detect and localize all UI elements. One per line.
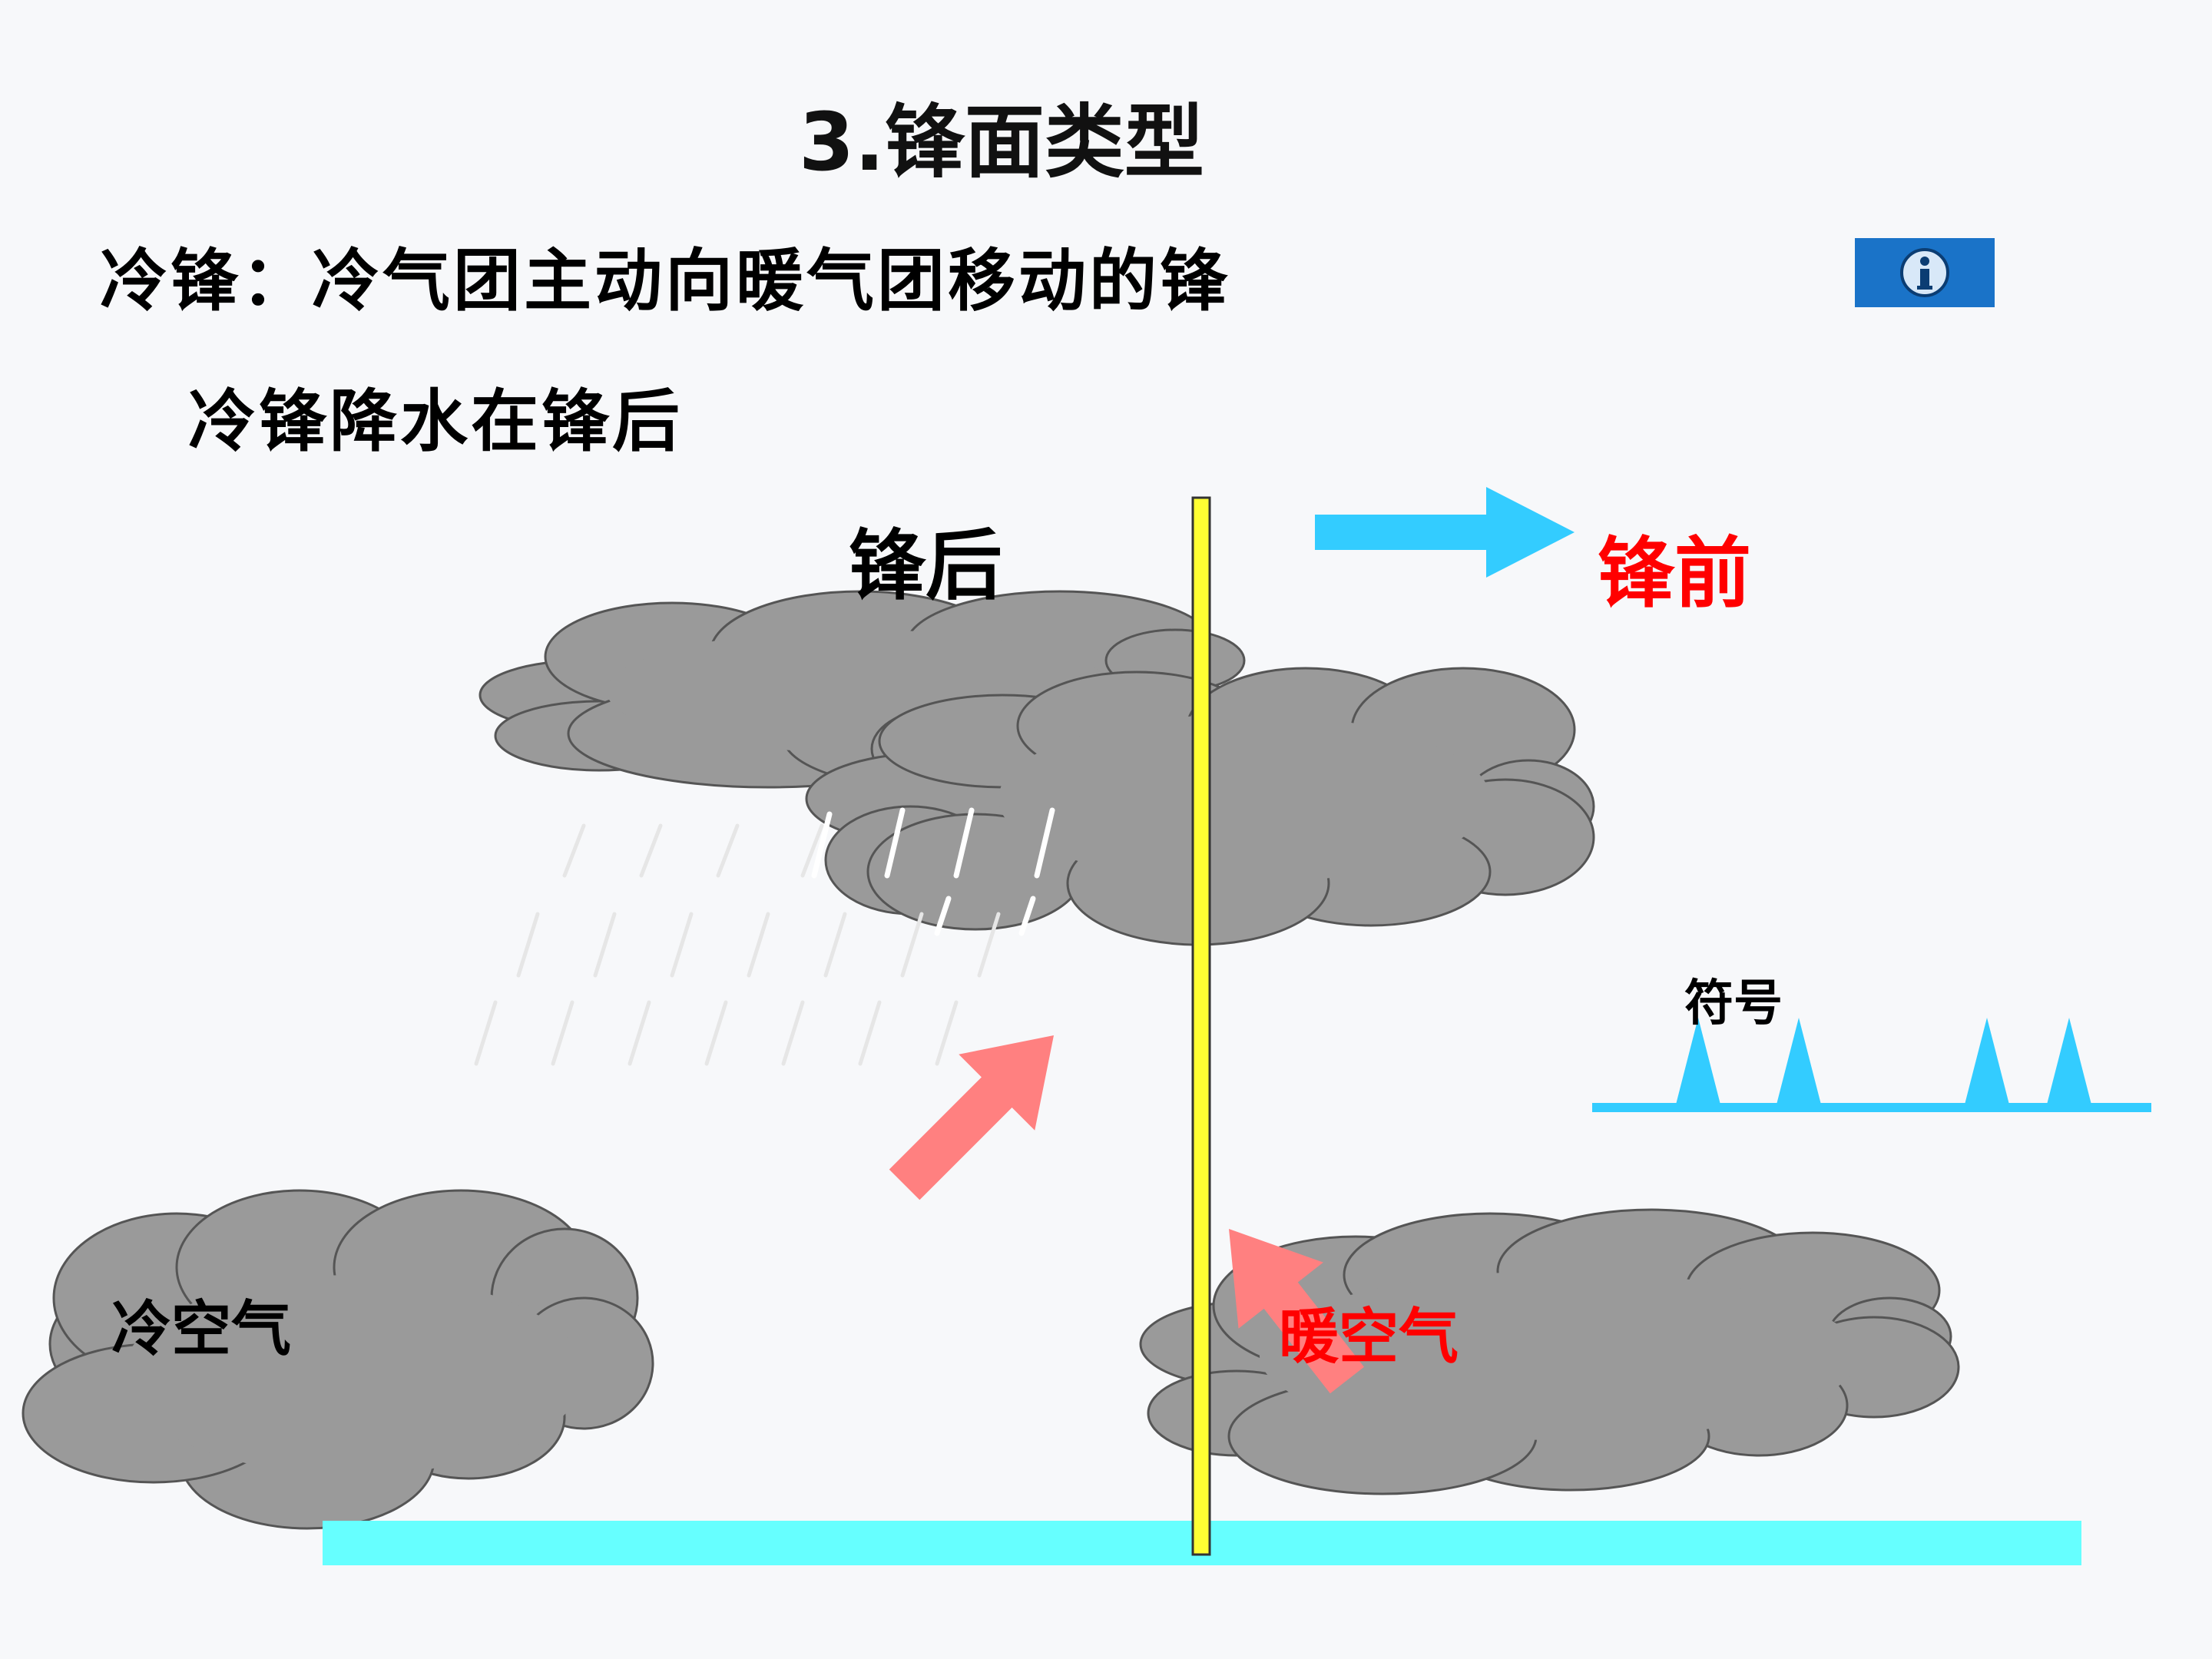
warm-air-arrow-upper-icon: [889, 1035, 1054, 1200]
warm-air-cloud: [1139, 1208, 1960, 1495]
ahead-of-front-label: 锋前: [1598, 528, 1751, 618]
upper-cloud-front: [805, 667, 1595, 946]
cold-front-definition: 冷锋：冷气团主动向暖气团移动的锋: [100, 241, 1231, 320]
movement-arrow-icon: [1315, 487, 1575, 578]
ground-band: [323, 1521, 2081, 1565]
info-button[interactable]: [1855, 238, 1995, 307]
behind-front-label: 锋后: [849, 521, 1002, 611]
cold-front-symbol-icon: [1592, 1018, 2151, 1112]
rain-streaks: [811, 807, 1055, 936]
upper-cloud-back: [478, 590, 1246, 793]
cold-air-label: 冷空气: [111, 1295, 292, 1364]
slide-title: 3.锋面类型: [799, 95, 1204, 189]
rain-streaks-faint: [474, 823, 1001, 1066]
front-line: [1191, 496, 1211, 1556]
info-icon: [1900, 248, 1949, 297]
warm-air-label: 暖空气: [1279, 1303, 1459, 1372]
symbol-label: 符号: [1684, 975, 1783, 1032]
precipitation-note: 冷锋降水在锋后: [188, 382, 684, 461]
